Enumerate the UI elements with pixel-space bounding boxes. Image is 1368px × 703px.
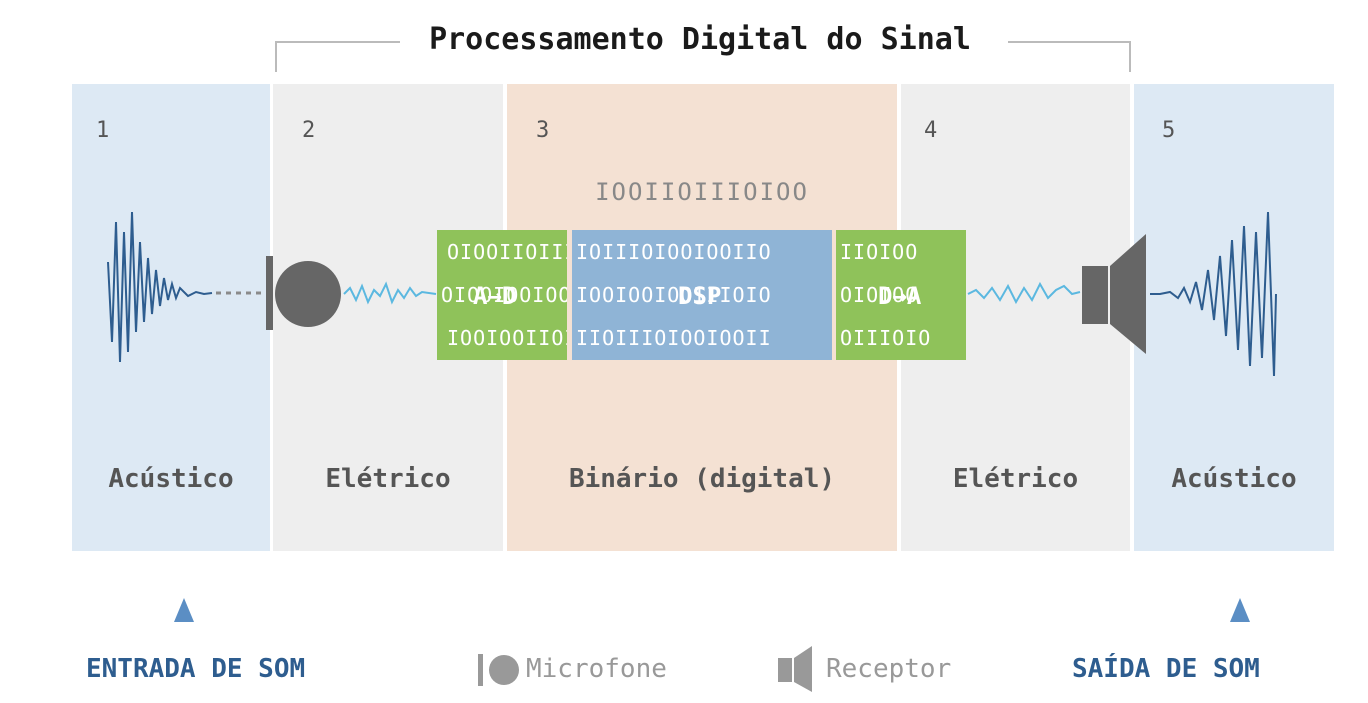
dsp-bits-row: IOIIIOIOOIOOIIO bbox=[576, 240, 772, 264]
electric-wave-input bbox=[343, 281, 437, 305]
input-sound-label: ENTRADA DE SOM bbox=[86, 654, 306, 684]
legend-speaker-icon bbox=[778, 646, 812, 692]
legend-receiver-label: Receptor bbox=[826, 654, 952, 684]
panel-acoustic-output bbox=[1134, 84, 1334, 551]
microphone-icon bbox=[266, 256, 341, 330]
panel-label-3: Binário (digital) bbox=[568, 464, 836, 494]
dac-label: D→A bbox=[878, 282, 922, 310]
diagram-title: Processamento Digital do Sinal bbox=[429, 22, 971, 57]
dsp-bits-row: IOOIOOIOOIIIOIO bbox=[576, 283, 772, 307]
panel-number-3: 3 bbox=[536, 118, 550, 143]
panel-number-4: 4 bbox=[924, 118, 938, 143]
panel-label-5: Acústico bbox=[1171, 464, 1297, 494]
panel-number-2: 2 bbox=[302, 118, 316, 143]
panel-label-4: Elétrico bbox=[952, 464, 1079, 494]
adc-bits-row: IOOIOOIIOII bbox=[447, 326, 567, 350]
electric-wave-output bbox=[967, 281, 1081, 305]
adc-bits-row: OIOOIIOIIIO bbox=[447, 240, 567, 264]
dac-bits-row: OIIIOIO bbox=[840, 326, 932, 350]
panel-label-1: Acústico bbox=[108, 464, 234, 494]
panel-number-1: 1 bbox=[96, 118, 110, 143]
panel-acoustic-input bbox=[72, 84, 270, 551]
adc-label: A→D bbox=[473, 282, 517, 310]
title-bracket bbox=[275, 41, 1131, 72]
acoustic-wave-input bbox=[107, 211, 213, 363]
legend-microphone-label: Microfone bbox=[526, 654, 667, 684]
output-sound-label: SAÍDA DE SOM bbox=[1072, 654, 1260, 684]
speaker-icon bbox=[1082, 234, 1146, 354]
legend-microphone-icon bbox=[478, 654, 519, 686]
panel-label-2: Elétrico bbox=[325, 464, 451, 494]
dac-bits-row: IIOIOO bbox=[840, 240, 919, 264]
dsp-box: IOIIIOIOOIOOIIO IOOIOOIOOIIIOIO IIOIIIOI… bbox=[572, 230, 832, 360]
binary-stream-top: IOOIIOIIIOIOO bbox=[595, 178, 809, 206]
panel-number-5: 5 bbox=[1162, 118, 1176, 143]
dac-bits-row: OIOIOO bbox=[840, 283, 919, 307]
dsp-bits-row: IIOIIIOIOOIOOII bbox=[576, 326, 772, 350]
dac-converter-box: IIOIOO OIOIOO OIIIOIO D→A bbox=[836, 230, 966, 360]
dsp-label: DSP bbox=[678, 282, 722, 310]
input-arrow-icon bbox=[174, 598, 194, 622]
output-arrow-icon bbox=[1230, 598, 1250, 622]
acoustic-wave-output bbox=[1150, 211, 1277, 377]
